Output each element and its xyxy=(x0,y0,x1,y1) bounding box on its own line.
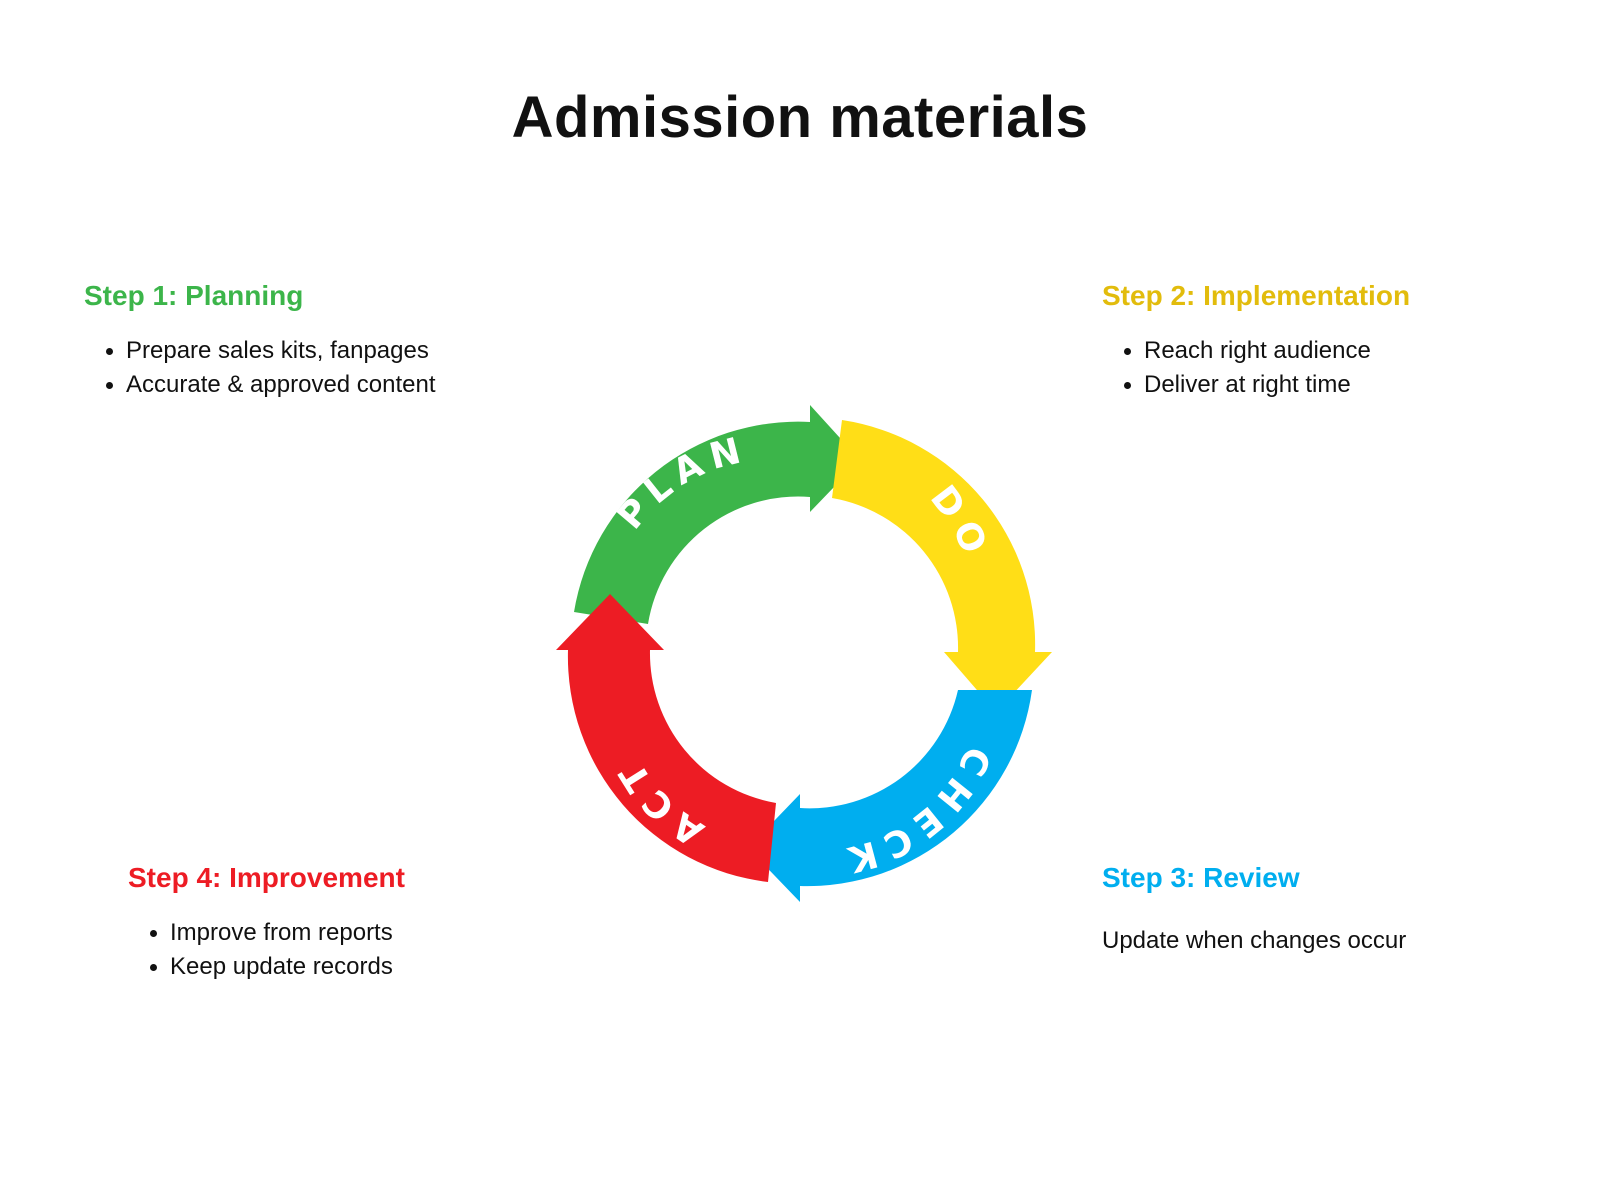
do-arrow-shape xyxy=(832,420,1052,712)
check-arrow: CHECK xyxy=(748,690,1032,902)
check-arrow-shape xyxy=(748,690,1032,902)
list-item: Prepare sales kits, fanpages xyxy=(106,334,436,368)
step-improvement-heading: Step 4: Improvement xyxy=(128,862,405,893)
step-improvement-block: Step 4: Improvement Improve from reports… xyxy=(128,862,405,984)
do-arrow: DO xyxy=(832,420,1052,712)
step-planning-heading: Step 1: Planning xyxy=(84,280,304,311)
plan-arrow: PLAN xyxy=(574,405,860,624)
act-arrow-shape xyxy=(556,594,776,882)
list-item: Improve from reports xyxy=(150,916,405,950)
list-item: Accurate & approved content xyxy=(106,368,436,402)
step-review-heading: Step 3: Review xyxy=(1102,862,1300,893)
step-planning-block: Step 1: Planning Prepare sales kits, fan… xyxy=(84,280,436,402)
step-review-text: Update when changes occur xyxy=(1102,927,1407,954)
act-arrow: ACT xyxy=(556,594,776,882)
step-planning-list: Prepare sales kits, fanpages Accurate & … xyxy=(84,334,436,402)
list-item: Reach right audience xyxy=(1123,334,1410,368)
page-title: Admission materials xyxy=(511,85,1089,150)
step-review-block: Step 3: Review Update when changes occur xyxy=(1102,862,1406,958)
list-item: Deliver at right time xyxy=(1123,368,1410,402)
step-implementation-heading: Step 2: Implementation xyxy=(1102,280,1411,311)
step-implementation-block: Step 2: Implementation Reach right audie… xyxy=(1102,280,1410,402)
step-implementation-list: Reach right audience Deliver at right ti… xyxy=(1102,334,1410,402)
plan-arrow-shape xyxy=(574,405,860,624)
step-improvement-list: Improve from reports Keep update records xyxy=(128,916,405,984)
list-item: Keep update records xyxy=(150,950,405,984)
